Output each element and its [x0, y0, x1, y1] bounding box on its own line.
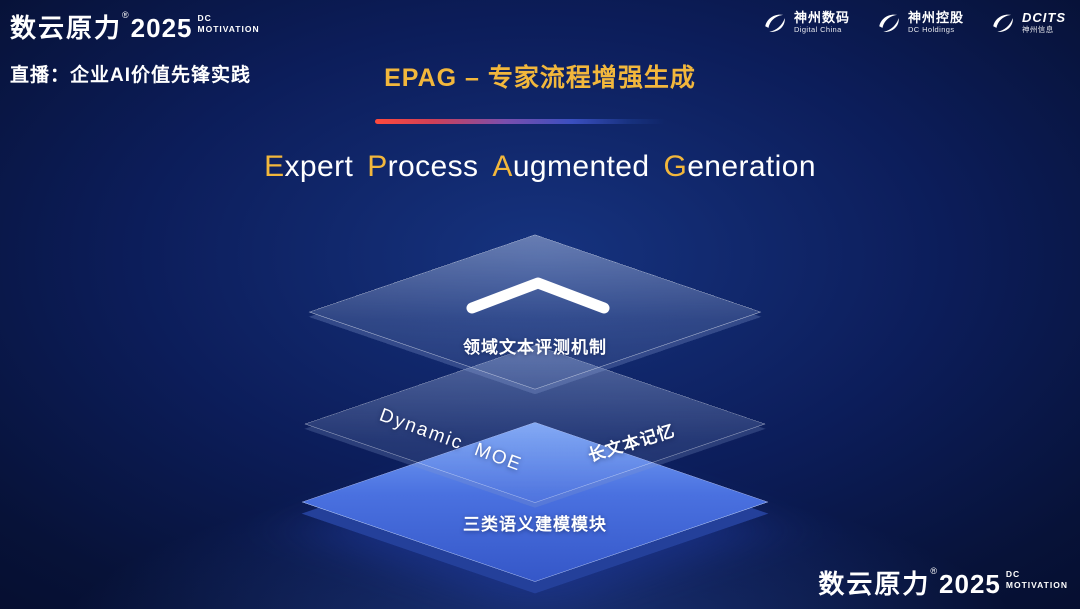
- brand-logo-top-left: 数云原力®2025 DC MOTIVATION: [10, 8, 260, 45]
- heading-word: Expert: [264, 150, 353, 183]
- brand-year: 2025: [939, 569, 1001, 599]
- partner-logos: 神州数码 Digital China 神州控股 DC Holdings: [762, 10, 1066, 36]
- brand-year: 2025: [130, 13, 193, 43]
- top-layer-label: 领域文本评测机制: [463, 338, 607, 357]
- gradient-divider: [375, 119, 665, 124]
- partner-logo-digital-china: 神州数码 Digital China: [762, 10, 850, 36]
- brand-logo-bottom-right: 数云原力®2025 DC MOTIVATION: [818, 564, 1068, 601]
- partner-name: DCITS: [1022, 10, 1066, 26]
- partner-name: 神州控股: [907, 10, 964, 26]
- brand-tagline: DC MOTIVATION: [198, 13, 260, 34]
- swoosh-icon: [990, 10, 1016, 36]
- swoosh-icon: [876, 10, 902, 36]
- partner-name: 神州数码: [793, 10, 850, 26]
- brand-tagline-line1: DC: [1005, 569, 1021, 579]
- heading-initial: G: [663, 150, 688, 183]
- chevron-up-icon: [458, 272, 618, 323]
- heading-word: Augmented: [492, 150, 649, 183]
- heading-initial: P: [367, 150, 388, 183]
- heading-word-rest: eneration: [687, 150, 816, 183]
- live-stream-label: 直播：企业AI价值先锋实践: [10, 65, 252, 86]
- brand-name: 数云原力®2025: [10, 8, 193, 45]
- heading-word-rest: ugmented: [512, 150, 650, 183]
- heading-initial: E: [264, 150, 285, 183]
- partner-logo-dcits: DCITS 神州信息: [990, 10, 1066, 36]
- brand-name-text: 数云原力: [10, 13, 123, 43]
- main-heading: Expert Process Augmented Generation: [0, 150, 1080, 184]
- swoosh-icon: [762, 10, 788, 36]
- brand-tagline: DC MOTIVATION: [1006, 569, 1068, 590]
- heading-word-rest: xpert: [284, 150, 354, 183]
- brand-name: 数云原力®2025: [818, 564, 1001, 601]
- brand-registered-mark: ®: [930, 566, 938, 576]
- partner-subname: DC Holdings: [907, 25, 955, 35]
- brand-registered-mark: ®: [122, 10, 129, 20]
- partner-subname: 神州信息: [1022, 25, 1054, 35]
- heading-word-rest: rocess: [387, 150, 479, 183]
- heading-initial: A: [492, 150, 513, 183]
- brand-tagline-line2: MOTIVATION: [1005, 579, 1068, 590]
- page-title: EPAG – 专家流程增强生成: [384, 64, 696, 92]
- partner-subname: Digital China: [793, 25, 842, 35]
- heading-word: Process: [367, 150, 478, 183]
- brand-name-text: 数云原力: [818, 569, 931, 599]
- partner-logo-dc-holdings: 神州控股 DC Holdings: [876, 10, 964, 36]
- heading-word: Generation: [663, 150, 815, 183]
- bottom-layer-label: 三类语义建模模块: [463, 515, 607, 534]
- brand-tagline-line2: MOTIVATION: [197, 23, 260, 34]
- brand-tagline-line1: DC: [197, 13, 212, 23]
